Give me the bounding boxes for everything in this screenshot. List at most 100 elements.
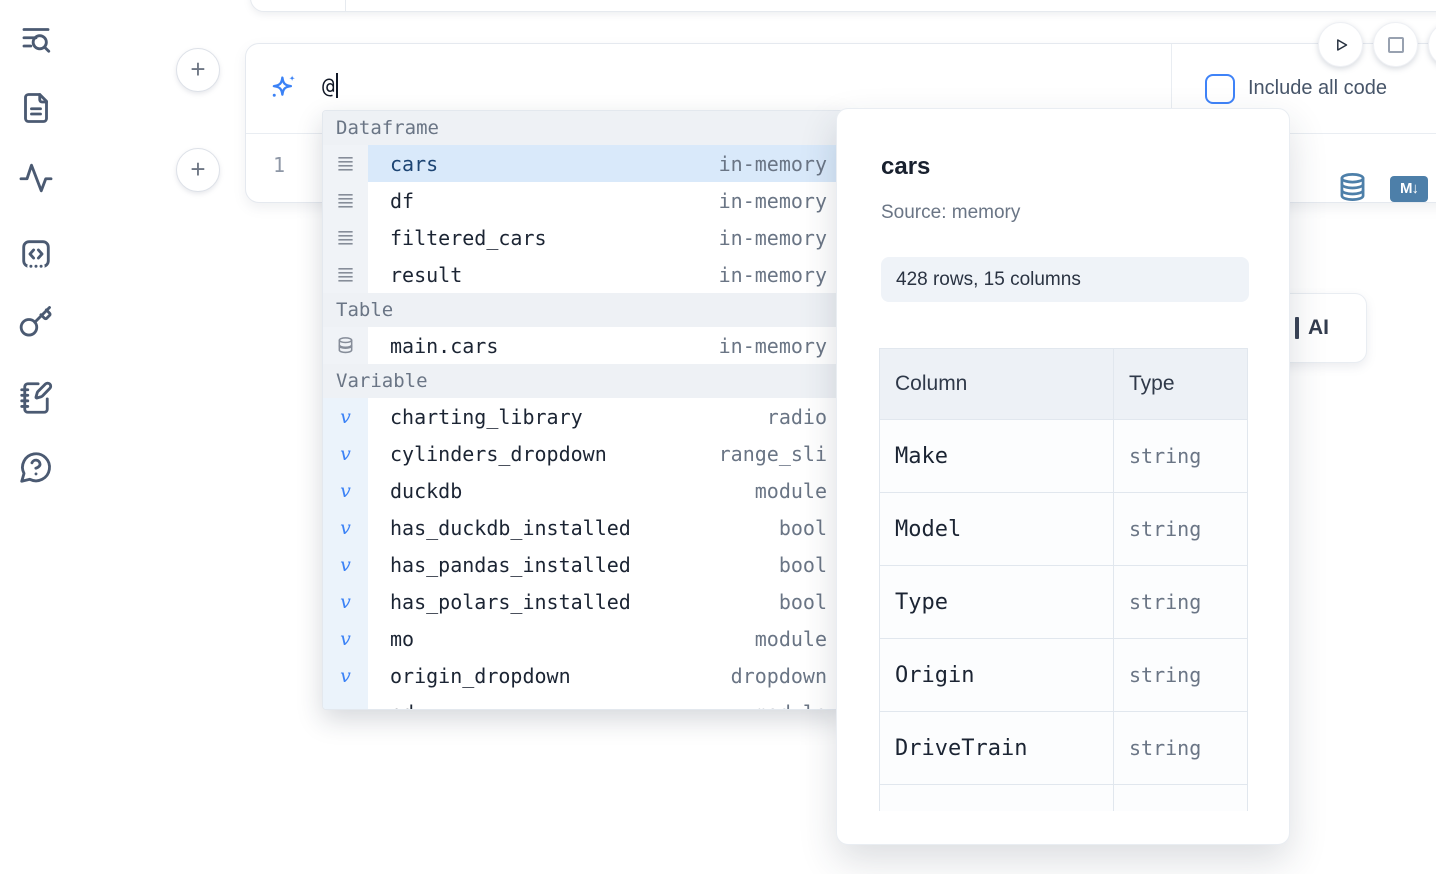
include-all-code-zone: Include all code <box>1171 44 1436 133</box>
sidebar-file-text-icon[interactable] <box>18 90 54 126</box>
autocomplete-item-content: df in-memory <box>368 182 842 219</box>
item-type: in-memory <box>718 333 827 358</box>
variable-icon: v <box>323 435 368 472</box>
autocomplete-item-content: filtered_cars in-memory <box>368 219 842 256</box>
ai-button-label: AI <box>1308 316 1329 339</box>
include-all-code-checkbox[interactable] <box>1205 73 1235 104</box>
item-name: has_pandas_installed <box>390 552 631 577</box>
schema-row <box>879 784 1248 811</box>
markdown-convert-icon[interactable]: M↓ <box>1390 176 1428 202</box>
autocomplete-item-content: main.cars in-memory <box>368 327 842 364</box>
variable-icon: v <box>323 694 368 709</box>
item-type: in-memory <box>718 225 827 250</box>
column-name: Model <box>895 516 962 542</box>
variable-icon: v <box>323 472 368 509</box>
item-name: mo <box>390 626 415 651</box>
database-icon <box>323 327 368 364</box>
item-type: module <box>755 701 827 710</box>
autocomplete-item-has_polars_installed[interactable]: v has_polars_installed bool <box>323 583 842 620</box>
previous-cell-divider <box>345 0 346 11</box>
ai-prompt-input[interactable]: @ <box>322 73 338 98</box>
add-cell-below-button[interactable]: + <box>176 148 220 192</box>
item-type: in-memory <box>718 188 827 213</box>
autocomplete-item-pd[interactable]: vpdmodule <box>323 694 842 710</box>
column-name: Origin <box>895 662 975 688</box>
autocomplete-item-filtered_cars[interactable]: filtered_cars in-memory <box>323 219 842 256</box>
sidebar-notebook-pen-icon[interactable] <box>18 380 54 416</box>
dataframe-popup: cars Source: memory 428 rows, 15 columns… <box>836 108 1290 845</box>
autocomplete-item-content: pdmodule <box>368 694 842 710</box>
run-cell-button[interactable] <box>1318 22 1363 67</box>
database-convert-icon[interactable] <box>1337 171 1368 203</box>
sidebar-help-chat-icon[interactable] <box>18 449 54 485</box>
autocomplete-section-header: Variable <box>323 364 842 398</box>
schema-row: Make string <box>879 419 1248 493</box>
schema-row: Type string <box>879 565 1248 639</box>
column-type: string <box>1129 663 1202 687</box>
sparkles-icon <box>272 75 296 97</box>
column-header: Column <box>879 348 1114 420</box>
shape-badge: 428 rows, 15 columns <box>881 257 1249 302</box>
autocomplete-item-content: has_pandas_installed bool <box>368 546 842 583</box>
item-name: cars <box>390 151 439 176</box>
add-cell-above-button[interactable]: + <box>176 48 220 92</box>
sidebar-code-snippets-icon[interactable] <box>18 236 54 272</box>
item-name: duckdb <box>390 478 463 503</box>
column-name: DriveTrain <box>895 735 1028 761</box>
sidebar-list-search-icon[interactable] <box>18 22 54 58</box>
item-type: bool <box>778 552 827 577</box>
stop-icon <box>1387 36 1404 53</box>
variable-icon: v <box>323 620 368 657</box>
autocomplete-item-has_pandas_installed[interactable]: v has_pandas_installed bool <box>323 546 842 583</box>
item-type: module <box>754 478 827 503</box>
variable-icon: v <box>323 546 368 583</box>
sidebar-activity-icon[interactable] <box>18 160 54 196</box>
item-name: result <box>390 262 463 287</box>
include-all-code-label: Include all code <box>1248 77 1387 99</box>
sidebar-key-icon[interactable] <box>18 303 54 339</box>
autocomplete-item-df[interactable]: df in-memory <box>323 182 842 219</box>
type-header: Type <box>1113 348 1248 420</box>
item-type: bool <box>778 589 827 614</box>
item-name: has_duckdb_installed <box>390 515 631 540</box>
item-type: bool <box>778 515 827 540</box>
column-type: string <box>1129 517 1202 541</box>
popup-title: cars <box>881 153 931 180</box>
autocomplete-item-content: has_duckdb_installed bool <box>368 509 842 546</box>
column-type: string <box>1129 444 1202 468</box>
item-name: origin_dropdown <box>390 663 571 688</box>
popup-source: Source: memory <box>881 202 1021 223</box>
autocomplete-section-header: Table <box>323 293 842 327</box>
item-type: range_sli <box>718 441 827 466</box>
variable-icon: v <box>323 583 368 620</box>
column-name: Make <box>895 443 948 469</box>
item-name: filtered_cars <box>390 225 547 250</box>
column-type: string <box>1129 590 1202 614</box>
rows-icon <box>323 145 368 182</box>
text-cursor <box>335 73 338 98</box>
clipped-letter <box>1295 317 1299 339</box>
item-name: df <box>390 188 415 213</box>
autocomplete-item-main.cars[interactable]: main.cars in-memory <box>323 327 842 364</box>
item-name: has_polars_installed <box>390 589 631 614</box>
previous-cell-card <box>250 0 1436 12</box>
rows-icon <box>323 256 368 293</box>
autocomplete-section-header: Dataframe <box>323 111 842 145</box>
item-name: main.cars <box>390 333 499 358</box>
stop-button[interactable] <box>1373 22 1418 67</box>
column-name: Type <box>895 589 948 615</box>
schema-row: Origin string <box>879 638 1248 712</box>
